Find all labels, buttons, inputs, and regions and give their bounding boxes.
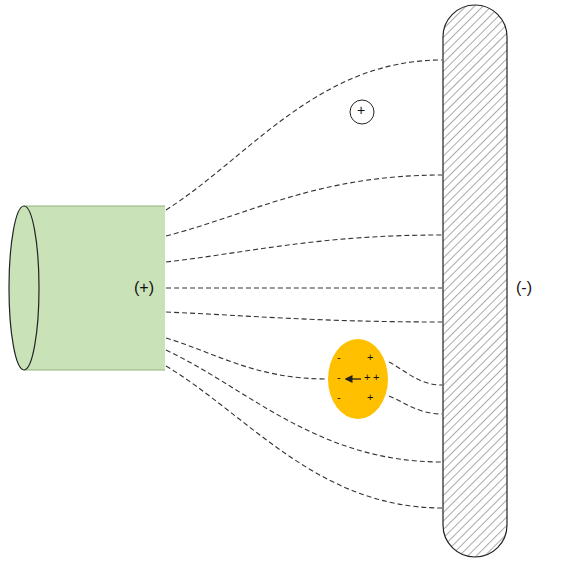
collector-plate-outline (442, 4, 552, 558)
charge-sign: + (364, 371, 370, 384)
drift-arrow (346, 378, 361, 379)
field-line (166, 366, 442, 508)
charge-sign: + (367, 351, 373, 364)
polarity-label: (+) (134, 278, 154, 297)
field-line (166, 312, 442, 322)
field-line (166, 60, 442, 210)
polarity-label: (-) (516, 278, 532, 297)
charge-sign: + (367, 391, 373, 404)
polarized-particle-outline (327, 338, 389, 420)
charge-sign: - (337, 351, 341, 364)
polarized-particle: ---++++ (327, 338, 389, 420)
collector-plate: (-) (442, 4, 552, 558)
positive-ion: + (349, 99, 375, 125)
field-line (389, 362, 442, 385)
field-line (166, 338, 327, 379)
electrode-cylinder: (+) (8, 205, 166, 371)
charge-sign: - (337, 391, 341, 404)
charge-sign: - (337, 371, 341, 384)
field-line (166, 287, 442, 288)
charge-sign: + (373, 371, 379, 384)
field-line (166, 175, 442, 236)
field-line (166, 350, 442, 462)
field-line (166, 235, 442, 262)
polarity-label: + (357, 102, 365, 119)
field-line (389, 396, 442, 414)
